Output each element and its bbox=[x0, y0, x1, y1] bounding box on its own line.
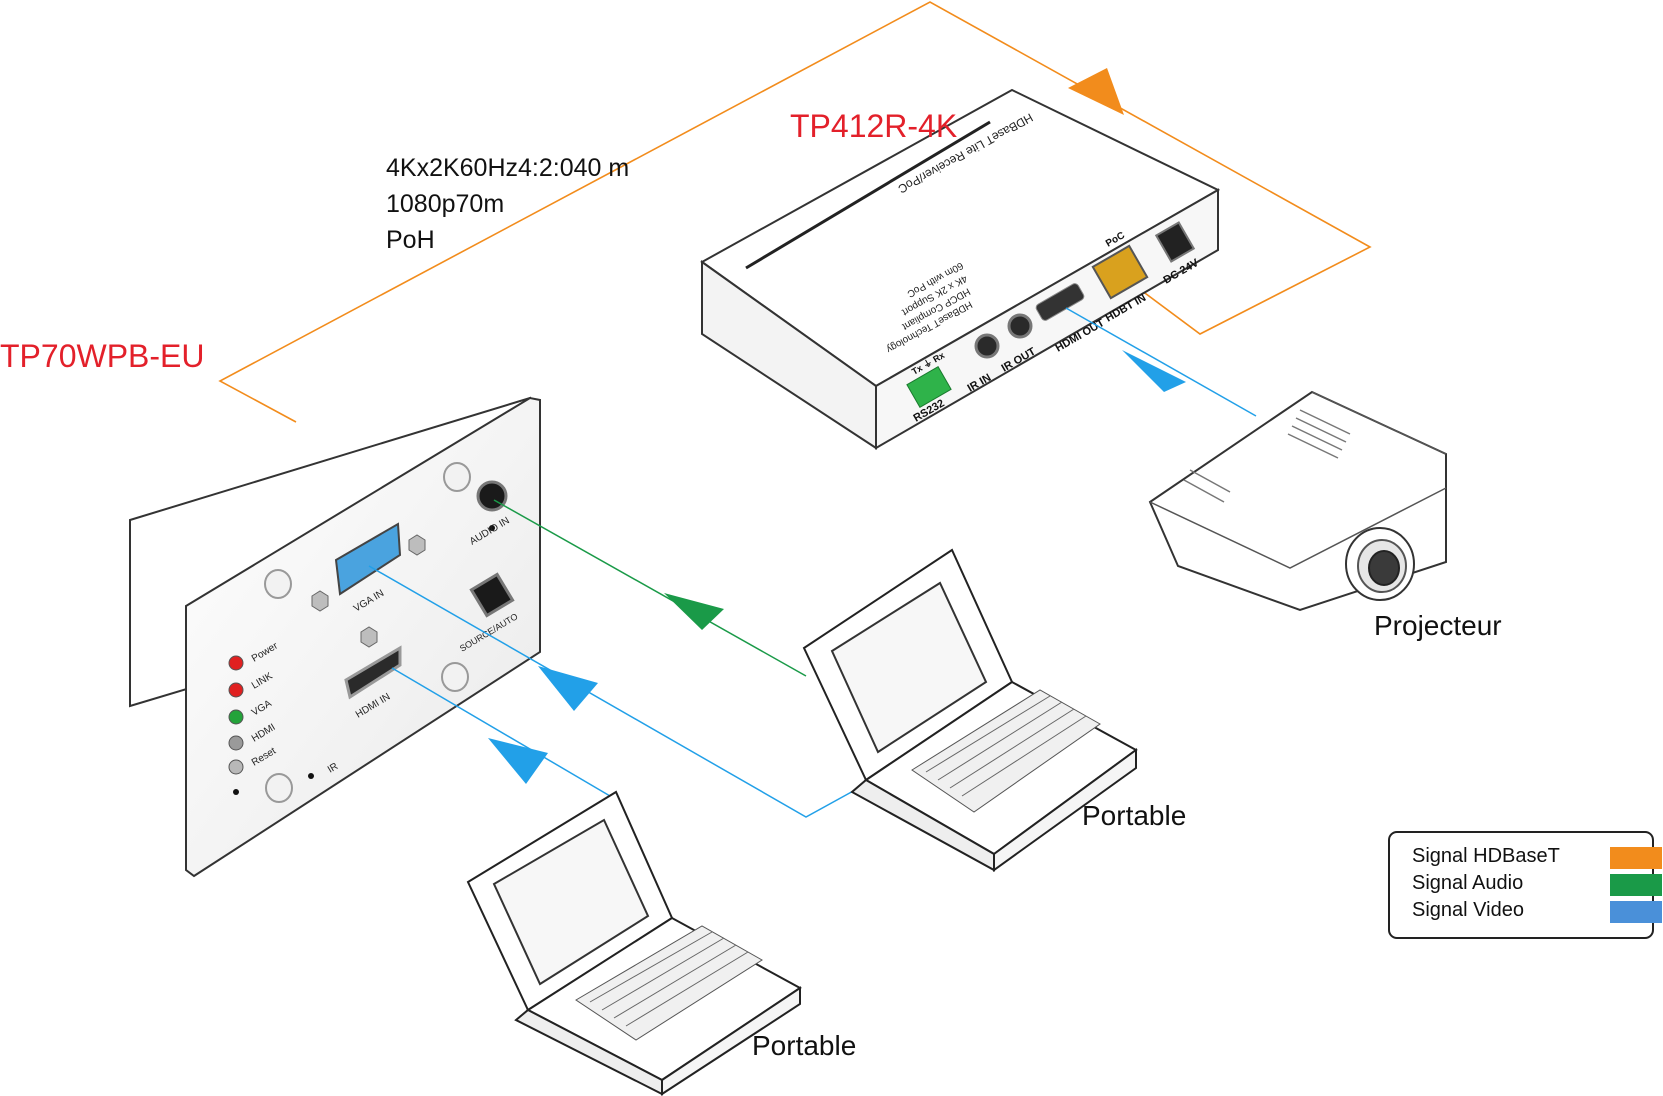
led-vga bbox=[228, 709, 244, 725]
audio-in-jack[interactable] bbox=[476, 480, 508, 512]
receiver-title: TP412R-4K bbox=[790, 108, 958, 144]
hdmi-out-arrow bbox=[1122, 350, 1186, 392]
ir-out-jack[interactable] bbox=[1007, 313, 1033, 339]
ir-in-jack[interactable] bbox=[974, 333, 1000, 359]
legend-item: Signal Audio bbox=[1412, 872, 1662, 898]
led-hdmi bbox=[228, 735, 244, 751]
dc-jack[interactable] bbox=[1154, 221, 1196, 263]
hdmi-cable bbox=[391, 667, 611, 797]
vga-in-port[interactable] bbox=[334, 522, 402, 596]
vga-cable bbox=[368, 565, 867, 818]
hdmi-out-cable bbox=[1065, 307, 1257, 417]
source-auto-button[interactable] bbox=[469, 572, 515, 618]
laptop-bottom-caption: Portable bbox=[752, 1030, 857, 1061]
legend-swatch bbox=[1610, 874, 1662, 896]
wallplate-title: TP70WPB-EU bbox=[0, 338, 205, 374]
laptop-bottom-device bbox=[466, 790, 802, 1096]
spec-item: 4Kx2K60Hz4:2:040 m bbox=[386, 154, 630, 182]
audio-arrow bbox=[664, 593, 724, 630]
hdbt-in-port[interactable] bbox=[1091, 244, 1149, 300]
laptop-right-caption: Portable bbox=[1082, 800, 1187, 831]
spec-item: PoH bbox=[386, 226, 435, 254]
vga-arrow bbox=[538, 666, 598, 711]
legend-item: Signal Video bbox=[1412, 899, 1662, 925]
audio-cable bbox=[493, 499, 807, 677]
reset-pinhole[interactable] bbox=[233, 789, 239, 795]
ir-sensor bbox=[308, 773, 314, 779]
projector-device bbox=[1148, 390, 1447, 612]
hdmi-arrow bbox=[488, 738, 548, 784]
legend-swatch bbox=[1610, 901, 1662, 923]
legend-label: Signal Audio bbox=[1412, 872, 1524, 894]
rs232-terminal[interactable] bbox=[906, 366, 952, 408]
ir-label: IR bbox=[326, 761, 340, 776]
receiver-device: HDBaseT Lite Receiver/PoC HDBaseT Techno… bbox=[700, 88, 1221, 450]
led-reset bbox=[228, 759, 244, 775]
laptop-right-device bbox=[802, 548, 1138, 872]
led-link bbox=[228, 682, 244, 698]
hdmi-out-port[interactable] bbox=[1035, 282, 1086, 322]
hdmi-in-port[interactable] bbox=[344, 645, 402, 700]
spec-item: 1080p70m bbox=[386, 190, 505, 218]
projector-caption: Projecteur bbox=[1374, 610, 1502, 641]
signal-legend: Signal HDBaseT Signal Audio Signal Video bbox=[1388, 831, 1662, 939]
wallplate-device: AUDIO IN VGA IN SOURCE/AUTO HDMI IN Powe… bbox=[129, 396, 541, 878]
led-power bbox=[228, 655, 244, 671]
hdbaset-arrow bbox=[1068, 68, 1124, 115]
hdbaset-cable bbox=[218, 1, 1372, 423]
legend-label: Signal HDBaseT bbox=[1412, 845, 1560, 867]
legend-item: Signal HDBaseT bbox=[1412, 845, 1662, 871]
legend-swatch bbox=[1610, 847, 1662, 869]
legend-label: Signal Video bbox=[1412, 899, 1524, 921]
signal-spec-list: 4Kx2K60Hz4:2:040 m 1080p70m PoH bbox=[386, 150, 629, 258]
